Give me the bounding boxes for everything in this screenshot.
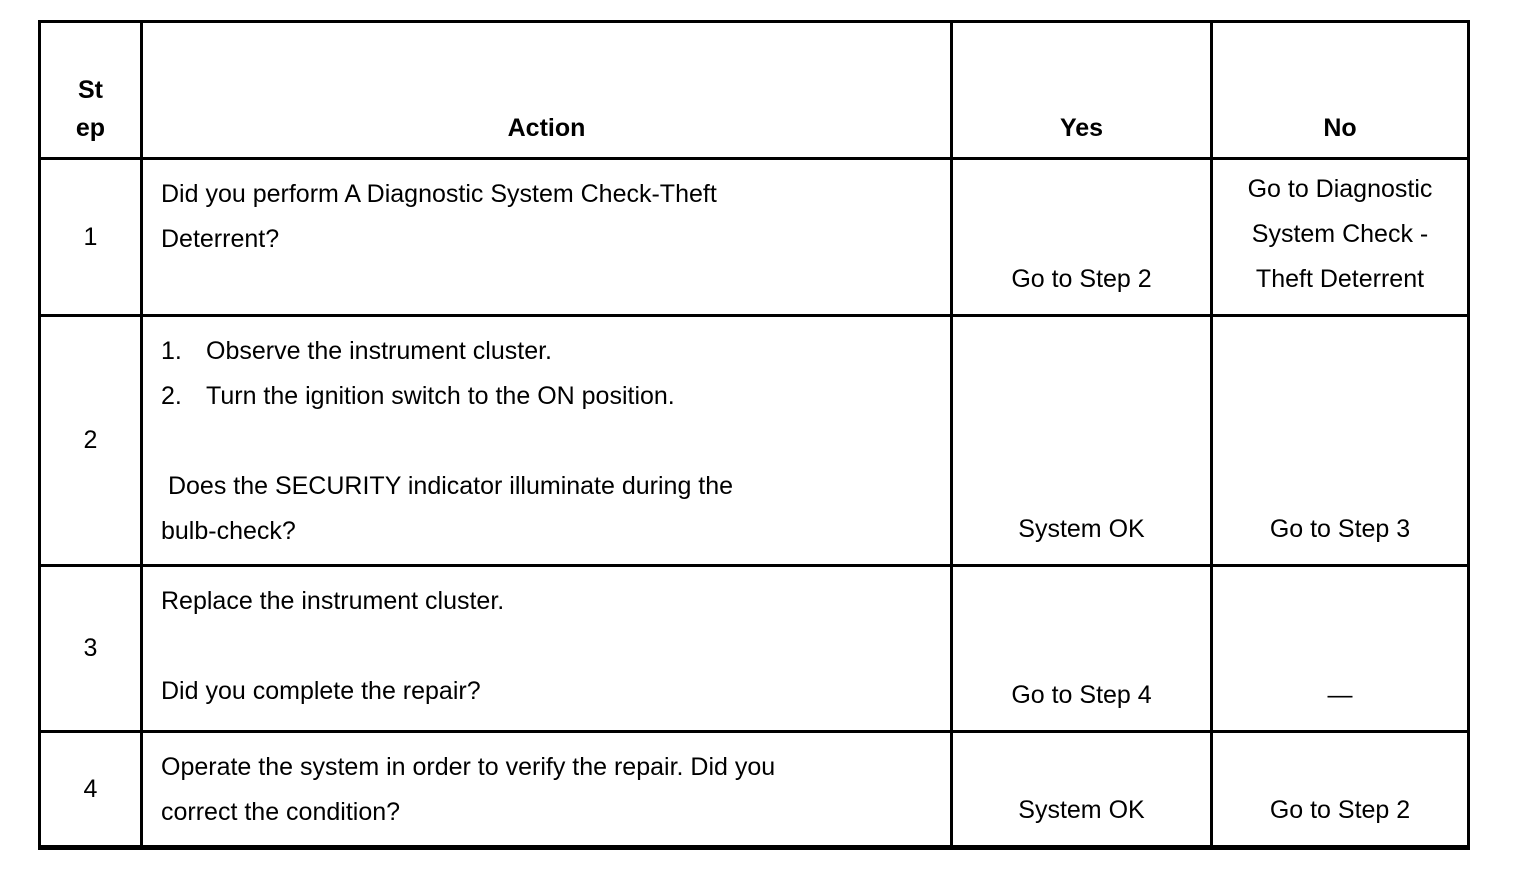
no-cell-2: Go to Step 3: [1213, 317, 1467, 567]
step-number: 3: [83, 634, 98, 662]
action-line: Deterrent?: [161, 225, 280, 253]
no-value-dash: —: [1327, 681, 1353, 709]
header-action: Action: [143, 23, 953, 160]
yes-cell-3: Go to Step 4: [953, 567, 1213, 733]
no-value-line: Go to Diagnostic: [1247, 175, 1433, 203]
yes-value: System OK: [1018, 796, 1145, 824]
action-question-line: Did you complete the repair?: [161, 677, 481, 705]
action-cell-2: 1. Observe the instrument cluster. 2. Tu…: [143, 317, 953, 567]
list-item-number: 2.: [161, 382, 182, 410]
yes-value: Go to Step 2: [1011, 265, 1152, 293]
no-value: Go to Step 3: [1269, 515, 1411, 543]
header-no: No: [1213, 23, 1467, 160]
action-line: Replace the instrument cluster.: [161, 587, 505, 615]
action-line: Did you perform A Diagnostic System Chec…: [161, 180, 717, 208]
step-number: 4: [83, 774, 98, 803]
header-yes: Yes: [953, 23, 1213, 160]
list-item-text: Turn the ignition switch to the ON posit…: [206, 382, 675, 410]
no-cell-1: Go to Diagnostic System Check - Theft De…: [1213, 160, 1467, 317]
blank-line: [161, 419, 930, 464]
header-step-line: St: [78, 76, 103, 104]
list-item-text: Observe the instrument cluster.: [206, 337, 552, 365]
action-list-item: 2. Turn the ignition switch to the ON po…: [161, 374, 930, 419]
action-question-line: Does the SECURITY indicator illuminate d…: [161, 472, 734, 500]
header-no-label: No: [1323, 114, 1357, 142]
step-cell-4: 4: [41, 733, 143, 845]
step-cell-3: 3: [41, 567, 143, 733]
action-cell-4: Operate the system in order to verify th…: [143, 733, 953, 845]
step-cell-2: 2: [41, 317, 143, 567]
action-line: Operate the system in order to verify th…: [161, 753, 776, 781]
yes-cell-1: Go to Step 2: [953, 160, 1213, 317]
action-cell-1: Did you perform A Diagnostic System Chec…: [143, 160, 953, 317]
yes-value: Go to Step 4: [1011, 681, 1152, 709]
yes-value: System OK: [1018, 515, 1145, 543]
action-cell-3: Replace the instrument cluster. Did you …: [143, 567, 953, 733]
action-line: correct the condition?: [161, 798, 401, 826]
header-step-line: ep: [75, 114, 106, 142]
header-step: St ep: [41, 23, 143, 160]
action-question-line: bulb-check?: [161, 517, 296, 545]
yes-cell-2: System OK: [953, 317, 1213, 567]
step-number: 1: [83, 222, 98, 251]
step-cell-1: 1: [41, 160, 143, 317]
action-list-item: 1. Observe the instrument cluster.: [161, 329, 930, 374]
no-value: Go to Step 2: [1269, 796, 1411, 824]
yes-cell-4: System OK: [953, 733, 1213, 845]
diagnostic-steps-table: St ep Action Yes No 1 Did you perform A …: [38, 20, 1470, 850]
header-yes-label: Yes: [1059, 114, 1104, 142]
blank-line: [161, 624, 930, 669]
header-action-label: Action: [507, 114, 586, 142]
no-cell-4: Go to Step 2: [1213, 733, 1467, 845]
list-item-number: 1.: [161, 337, 182, 365]
step-number: 2: [83, 426, 98, 454]
no-value-line: System Check -: [1251, 220, 1429, 248]
no-value-line: Theft Deterrent: [1255, 265, 1425, 293]
no-cell-3: —: [1213, 567, 1467, 733]
